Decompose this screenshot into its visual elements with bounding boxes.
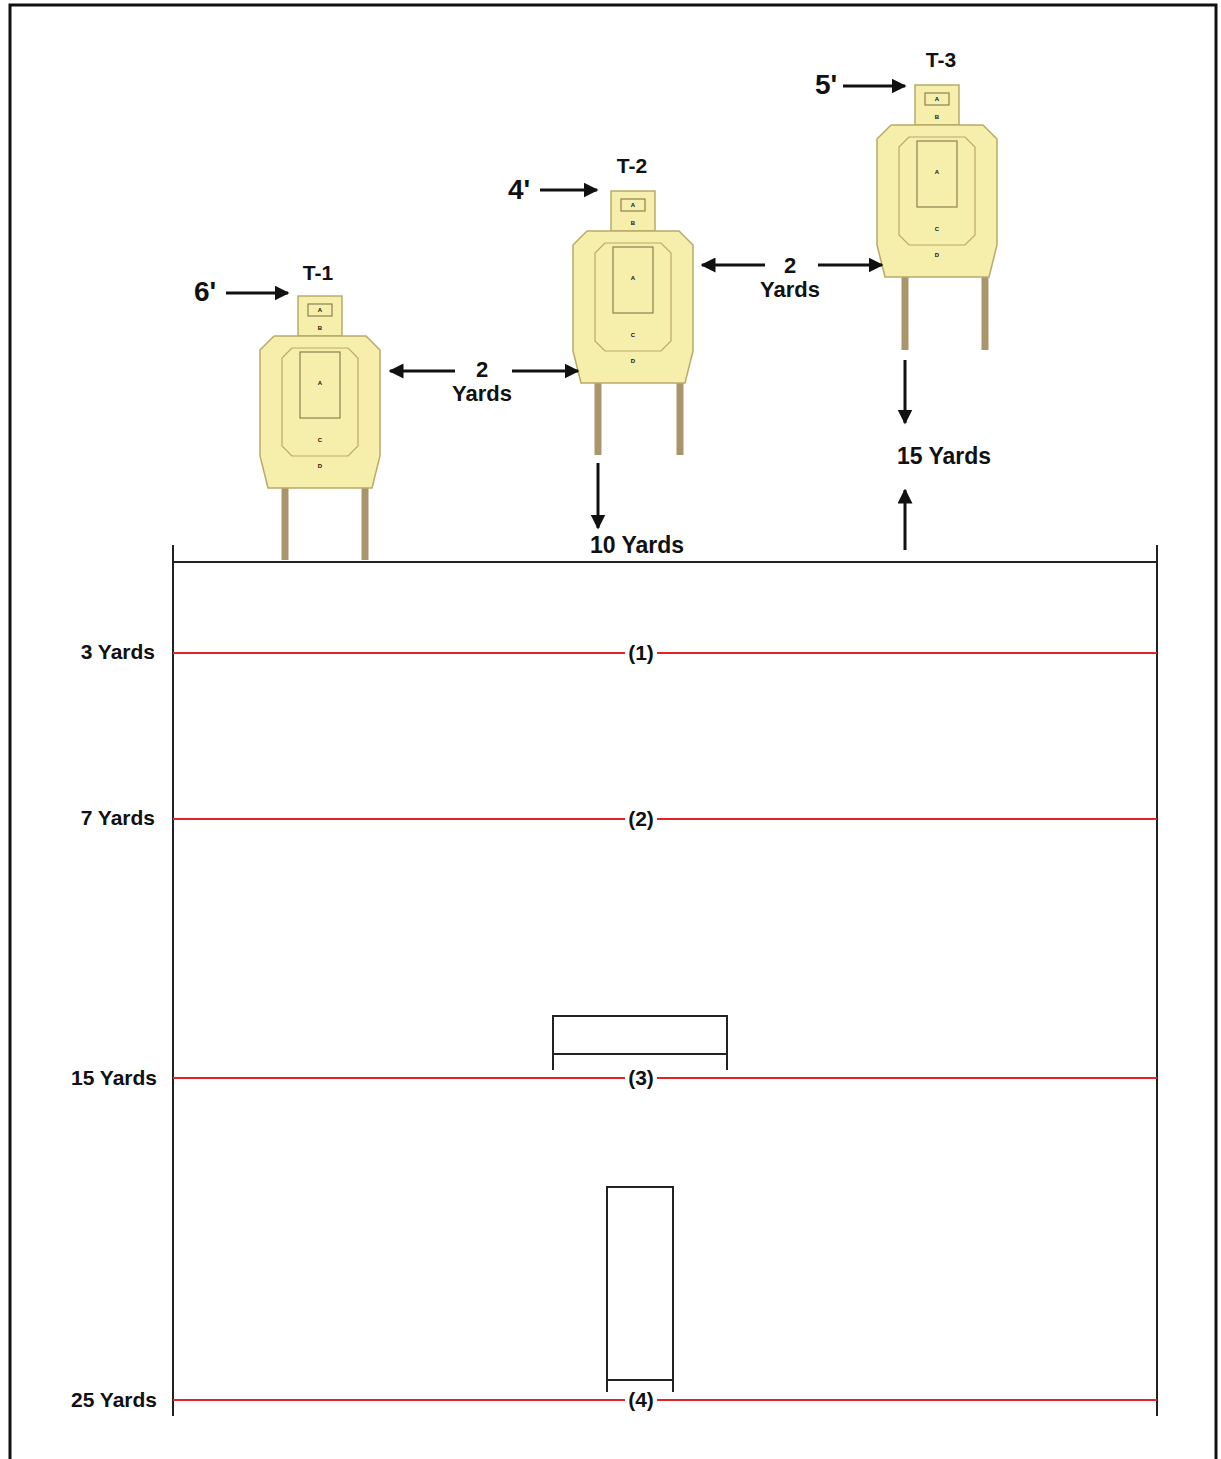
zone-letter: A [935, 169, 939, 176]
zone-letter: D [935, 252, 939, 259]
dimension-arrow [597, 463, 600, 528]
target-stand [362, 481, 369, 560]
zone-letter: C [318, 437, 322, 444]
target-stand [982, 270, 989, 350]
target-stand [595, 376, 602, 455]
barricade [553, 1016, 727, 1070]
frame [10, 5, 1216, 1459]
dimension-arrow [702, 264, 765, 267]
target-stand [677, 376, 684, 455]
target-stand [902, 270, 909, 350]
paper-target [573, 191, 693, 455]
zone-letter: A [631, 202, 635, 209]
paper-target [260, 296, 380, 560]
zone-letter: C [631, 332, 635, 339]
shooting-box [607, 1187, 673, 1392]
dimension-arrow [390, 370, 455, 373]
zone-letter: D [318, 463, 322, 470]
dimension-arrow [226, 292, 288, 295]
spacing-label: 2 Yards [447, 358, 517, 406]
zone-letter: A [318, 307, 322, 314]
position-number: (4) [625, 1388, 657, 1411]
zone-letter: A [935, 96, 939, 103]
distance-lines [173, 653, 1157, 1400]
zone-letter: C [935, 226, 939, 233]
target-name: T-2 [617, 154, 647, 177]
position-number: (3) [625, 1066, 657, 1089]
target-name: T-1 [303, 261, 333, 284]
dimension-arrow [540, 189, 597, 192]
zone-letter: B [318, 325, 322, 332]
yard-line-label: 3 Yards [81, 640, 155, 663]
yard-line-label: 7 Yards [81, 806, 155, 829]
zone-letter: B [631, 220, 635, 227]
position-number: (2) [625, 807, 657, 830]
position-number: (1) [625, 641, 657, 664]
spacing-label: 2 Yards [755, 254, 825, 302]
dimension-arrow [818, 264, 882, 267]
yard-line-label: 25 Yards [71, 1388, 157, 1411]
distance-label: 15 Yards [897, 444, 991, 469]
zone-letter: B [935, 114, 939, 121]
dimension-arrow [904, 360, 907, 423]
zone-letter: D [631, 358, 635, 365]
paper-target [877, 85, 997, 350]
height-label: 5' [815, 70, 837, 101]
yard-line-label: 15 Yards [71, 1066, 157, 1089]
zone-letter: A [631, 275, 635, 282]
distance-label: 10 Yards [590, 533, 684, 558]
target-stand [282, 481, 289, 560]
dimension-arrow [843, 85, 905, 88]
height-label: 6' [194, 277, 216, 308]
target-name: T-3 [926, 48, 956, 71]
dimension-arrow [512, 370, 578, 373]
dimension-arrow [904, 490, 907, 550]
zone-letter: A [318, 380, 322, 387]
height-label: 4' [508, 175, 530, 206]
range-outline [173, 545, 1157, 1416]
